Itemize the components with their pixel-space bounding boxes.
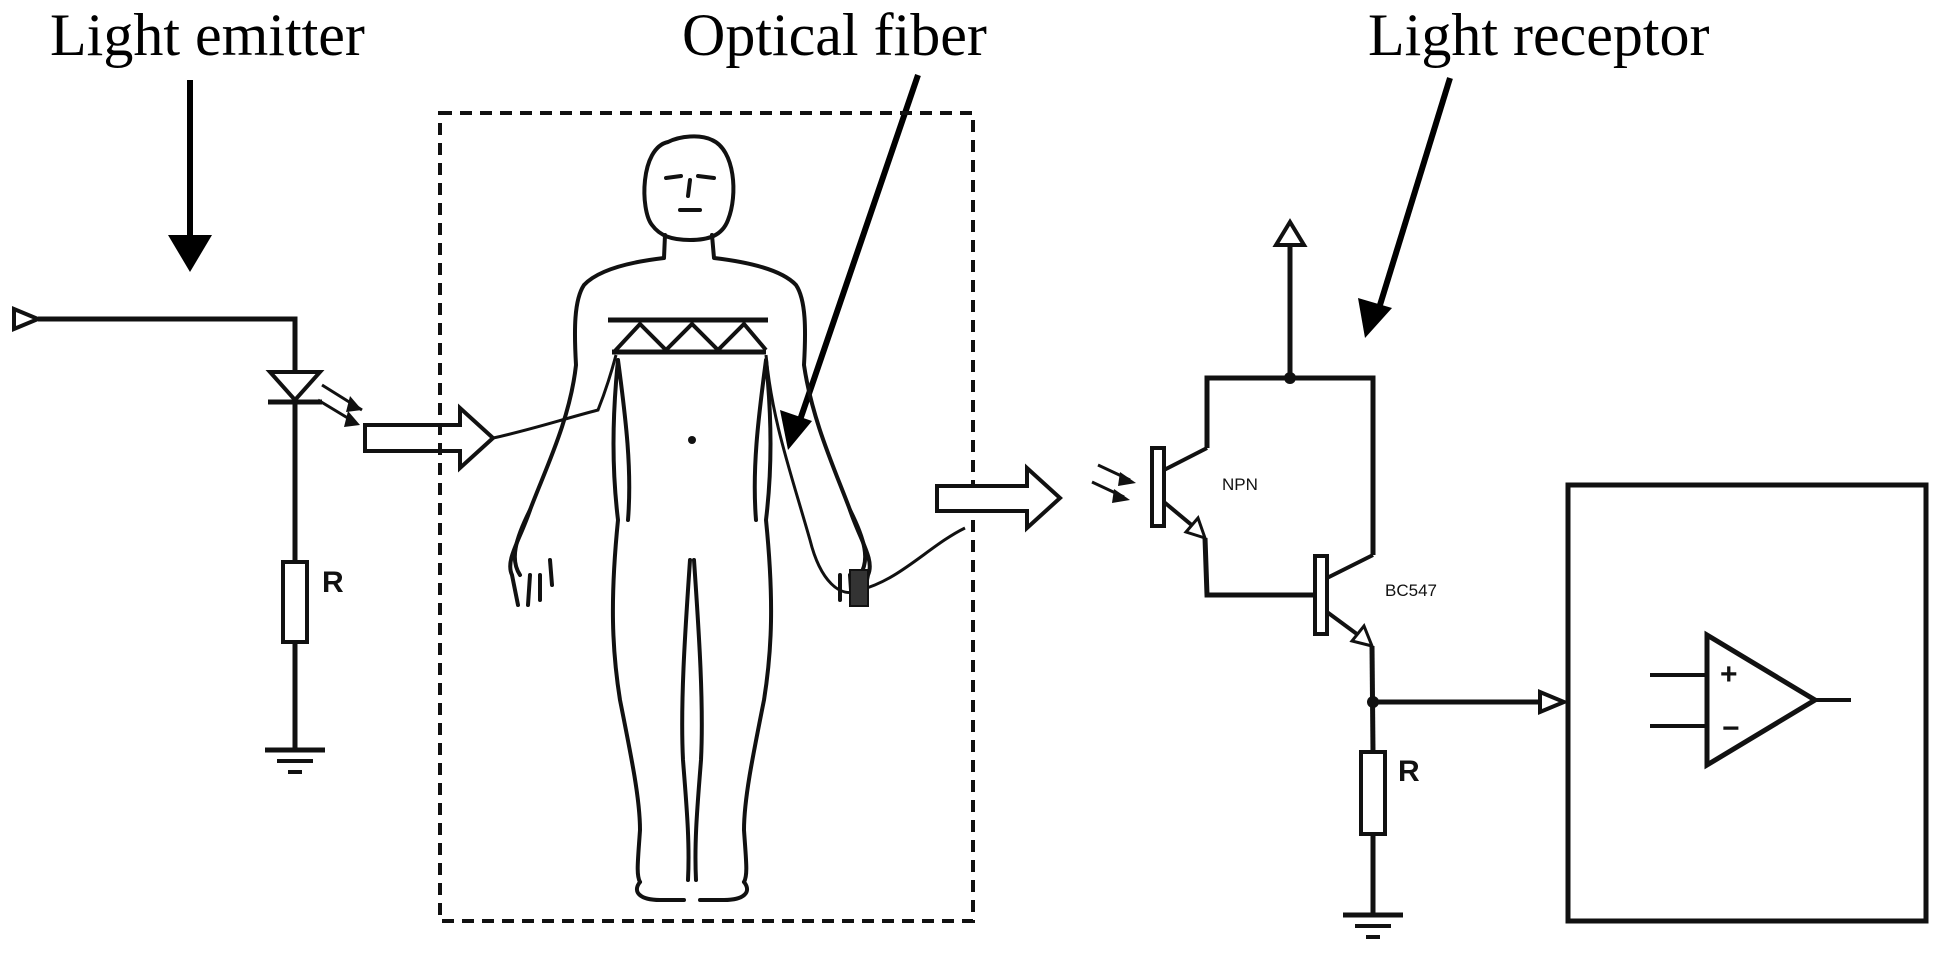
light-emitter-pointer-arrow (168, 80, 212, 272)
op-amp-icon (1650, 630, 1851, 770)
optical-fiber-label: Optical fiber (682, 2, 987, 68)
input-terminal-icon (12, 306, 44, 332)
emitter-ground-icon (265, 747, 325, 774)
op-amp-plus-label: + (1720, 658, 1738, 691)
fiber-connector-icon (849, 569, 869, 607)
light-emitter-label: Light emitter (50, 2, 365, 68)
light-input-arrow (363, 403, 496, 473)
light-receptor-label: Light receptor (1368, 2, 1710, 68)
emitter-circuit: R (12, 306, 363, 774)
op-amp-minus-label: − (1722, 712, 1740, 745)
vcc-arrow-icon (1272, 218, 1308, 247)
emitter-resistor-label: R (322, 566, 344, 599)
phototransistor-label: NPN (1222, 475, 1258, 494)
body-sensor-box (438, 111, 975, 923)
receptor-resistor-icon (1359, 750, 1387, 836)
bc547-transistor-icon (1313, 553, 1375, 649)
receptor-ground-icon (1343, 912, 1403, 939)
receptor-resistor-label: R (1398, 755, 1420, 788)
phototransistor-icon (1091, 446, 1208, 541)
led-icon (265, 370, 363, 427)
collector-bus-wire (1204, 375, 1376, 555)
photo-emitter-wire (1202, 537, 1315, 598)
receptor-circuit: NPN BC547 R (1091, 218, 1570, 939)
bc547-label: BC547 (1385, 581, 1437, 600)
light-output-arrow (935, 463, 1063, 533)
emitter-resistor-icon (281, 560, 309, 644)
light-receptor-pointer-arrow (1358, 77, 1453, 338)
optical-fiber-pointer-arrow (780, 74, 921, 450)
signal-output-terminal-icon (1538, 689, 1570, 715)
human-body-figure (508, 134, 872, 902)
emitter-supply-wire (38, 316, 298, 370)
optical-fiber-path (492, 354, 966, 594)
